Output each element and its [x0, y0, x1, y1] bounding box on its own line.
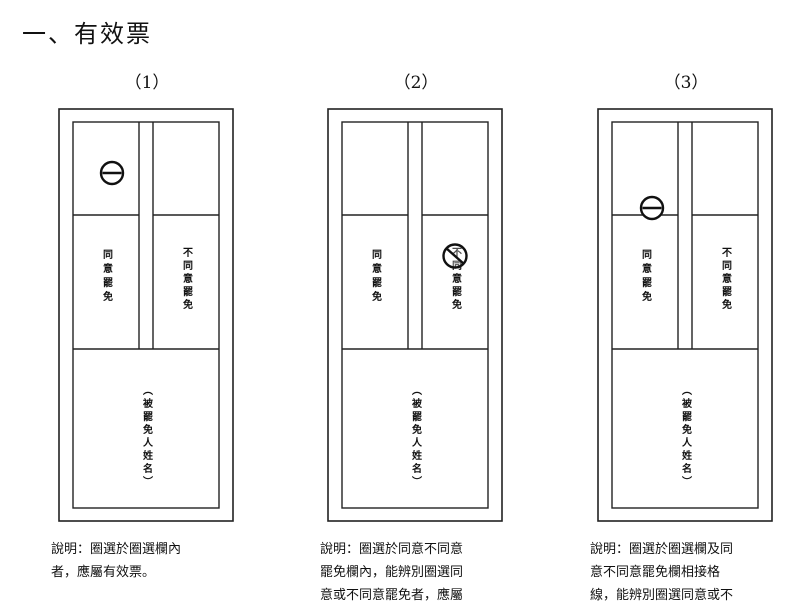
panel-number: （3） [663, 73, 709, 93]
ballot-diagram: 同意罷免 不同意罷免 （被罷免人姓名） [597, 108, 773, 522]
explanation-note: 說明：圈選於同意不同意 罷免欄內，能辨別圈選同 意或不同意罷免者，應屬 [320, 542, 464, 603]
agree-label: 同意罷免 [370, 249, 382, 305]
candidate-name-label: （被罷免人姓名） [410, 385, 423, 489]
vote-stamp-icon [442, 243, 468, 269]
disagree-label: 不同意罷免 [181, 247, 193, 312]
ballot-diagram: 同意罷免 不同意罷免 （被罷免人姓名） [58, 108, 234, 522]
ballot-example-1: （1） 同意罷免 不同意罷免 （被罷免人姓名） 說明：圈選於圈選欄內 者，應屬有… [51, 0, 237, 600]
candidate-name-label: （被罷免人姓名） [141, 385, 154, 489]
explanation-note: 說明：圈選於圈選欄及同 意不同意罷免欄相接格 線，能辨別圈選同意或不 [590, 542, 734, 603]
section-heading: 一、有效票 [22, 20, 152, 48]
ballot-example-2: （2） 同意罷免 不同意罷免 （被罷免人姓名） 說明：圈選於同意不同意 罷免欄內… [320, 0, 506, 603]
panel-number: （2） [393, 73, 439, 93]
explanation-note: 說明：圈選於圈選欄內 者，應屬有效票。 [51, 542, 182, 580]
disagree-label: 不同意罷免 [720, 247, 732, 312]
vote-stamp-icon [99, 160, 125, 186]
agree-label: 同意罷免 [101, 249, 113, 305]
agree-label: 同意罷免 [640, 249, 652, 305]
panel-number: （1） [124, 73, 170, 93]
ballot-example-3: （3） 同意罷免 不同意罷免 （被罷免人姓名） 說明：圈選於圈選欄及同 意不同意… [590, 0, 776, 603]
vote-stamp-icon [639, 195, 665, 221]
ballot-diagram: 同意罷免 不同意罷免 （被罷免人姓名） [327, 108, 503, 522]
disagree-label: 不同意罷免 [450, 247, 462, 312]
candidate-name-label: （被罷免人姓名） [680, 385, 693, 489]
